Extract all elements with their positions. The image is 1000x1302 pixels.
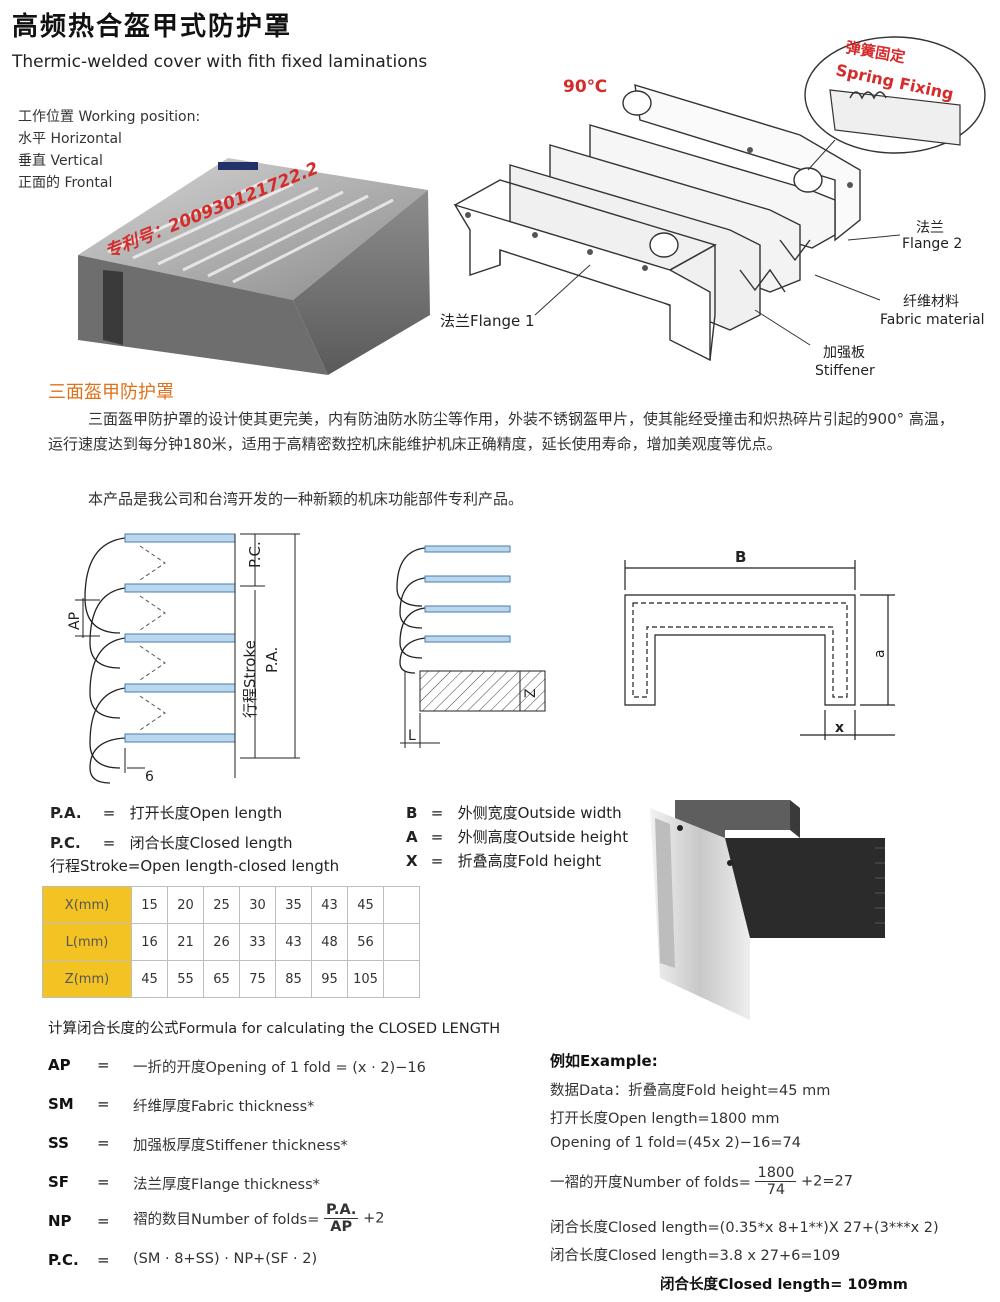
- working-position-horizontal: 水平 Horizontal: [18, 131, 122, 147]
- working-position-frontal: 正面的 Frontal: [18, 175, 113, 191]
- a-label: a: [872, 649, 888, 658]
- example-line-5: 闭合长度Closed length=(0.35*x 8+1**)X 27+(3*…: [550, 1220, 939, 1236]
- np-denominator: AP: [330, 1219, 353, 1235]
- table-cell: 95: [311, 960, 348, 998]
- example-line-6: 闭合长度Closed length=3.8 x 27+6=109: [550, 1248, 841, 1264]
- table-cell: 56: [347, 923, 384, 961]
- table-cell: 15: [131, 886, 168, 924]
- stiffener-en: Stiffener: [815, 363, 875, 379]
- table-cell: 45: [347, 886, 384, 924]
- example-line-4: 一褶的开度Number of folds= 1800 74 +2=27: [550, 1165, 853, 1198]
- table-cell: 105: [347, 960, 384, 998]
- example-line-2: 打开长度Open length=1800 mm: [550, 1111, 780, 1127]
- profile-diagram: P.C. P.A. 行程Stroke AP 6: [67, 533, 300, 785]
- table-cell: 20: [167, 886, 204, 924]
- flange2-en: Flange 2: [902, 236, 962, 252]
- flange2-cn: 法兰: [916, 220, 944, 236]
- table-cell: 43: [275, 923, 312, 961]
- table-cell: 33: [239, 923, 276, 961]
- formula-title: 计算闭合长度的公式Formula for calculating the CLO…: [48, 1021, 501, 1037]
- example-line-1: 数据Data：折叠高度Fold height=45 mm: [550, 1083, 831, 1099]
- section-paragraph-2: 本产品是我公司和台湾开发的一种新颖的机床功能部件专利产品。: [88, 490, 524, 508]
- z-label: Z: [523, 688, 539, 698]
- folds-denominator: 74: [766, 1182, 786, 1198]
- table-cell: 55: [167, 960, 204, 998]
- np-numerator: P.A.: [323, 1202, 359, 1219]
- fabric-en: Fabric material: [880, 312, 984, 328]
- flange1-label: 法兰Flange 1: [440, 312, 535, 330]
- table-cell: 45: [131, 960, 168, 998]
- table-cell: 43: [311, 886, 348, 924]
- x-label: x: [835, 720, 844, 736]
- table-cell: 85: [275, 960, 312, 998]
- exploded-view-drawing: 90℃ 弹簧固定 Spring Fixing 法兰 Flange 2 纤维材料 …: [440, 36, 986, 379]
- b-label: B: [735, 548, 746, 566]
- legend-a: A = 外侧高度Outside height: [406, 828, 629, 846]
- table-cell: 65: [203, 960, 240, 998]
- legend-stroke: 行程Stroke=Open length-closed length: [50, 857, 340, 875]
- legend-pa: P.A. = 打开长度Open length: [50, 804, 283, 822]
- six-label: 6: [145, 769, 154, 785]
- table-cell: 16: [131, 923, 168, 961]
- ap-label: AP: [67, 612, 83, 630]
- section-title: 三面盔甲防护罩: [48, 382, 174, 403]
- stiffener-cn: 加强板: [823, 345, 865, 361]
- cover-photo: [650, 800, 885, 1020]
- table-cell: 35: [275, 886, 312, 924]
- fabric-cn: 纤维材料: [903, 294, 959, 310]
- temperature-label: 90℃: [563, 77, 607, 97]
- table-cell: 30: [239, 886, 276, 924]
- example-title: 例如Example:: [550, 1052, 658, 1070]
- section-paragraph-1: 三面盔甲防护罩的设计使其更完美，内有防油防水防尘等作用，外装不锈钢盔甲片，使其能…: [48, 410, 954, 453]
- table-cell: 21: [167, 923, 204, 961]
- table-row: Z(mm) 45 55 65 75 85 95 105: [42, 960, 420, 998]
- example-line-3: Opening of 1 fold=(45x 2)−16=74: [550, 1135, 801, 1151]
- table-row: L(mm) 16 21 26 33 43 48 56: [42, 923, 420, 961]
- folds-numerator: 1800: [755, 1165, 797, 1182]
- table-row-header: Z(mm): [42, 960, 132, 998]
- table-row-header: L(mm): [42, 923, 132, 961]
- folded-diagram: L Z: [396, 545, 546, 748]
- table-cell: 25: [203, 886, 240, 924]
- legend-pc: P.C. = 闭合长度Closed length: [50, 834, 293, 852]
- page-title: 高频热合盔甲式防护罩: [12, 12, 293, 42]
- spec-table: X(mm) 15 20 25 30 35 43 45 L(mm) 16 21 2…: [42, 886, 420, 998]
- cross-section-diagram: B a x: [624, 548, 895, 740]
- pc-label: P.C.: [246, 541, 264, 568]
- table-cell: 48: [311, 923, 348, 961]
- legend-x: X = 折叠高度Fold height: [406, 852, 602, 870]
- legend-b: B = 外侧宽度Outside width: [406, 804, 622, 822]
- table-cell: 26: [203, 923, 240, 961]
- pa-label: P.A.: [263, 647, 281, 673]
- table-row-header: X(mm): [42, 886, 132, 924]
- working-position-vertical: 垂直 Vertical: [18, 153, 103, 169]
- page-subtitle: Thermic-welded cover with fith fixed lam…: [12, 52, 428, 72]
- table-row: X(mm) 15 20 25 30 35 43 45: [42, 886, 420, 924]
- stroke-label: 行程Stroke: [241, 640, 259, 718]
- table-cell: 75: [239, 960, 276, 998]
- l-label: L: [408, 728, 416, 744]
- example-result: 闭合长度Closed length= 109mm: [660, 1277, 908, 1293]
- working-position-label: 工作位置 Working position:: [18, 109, 201, 125]
- product-photo: 专利号：200930121722.2: [78, 158, 430, 375]
